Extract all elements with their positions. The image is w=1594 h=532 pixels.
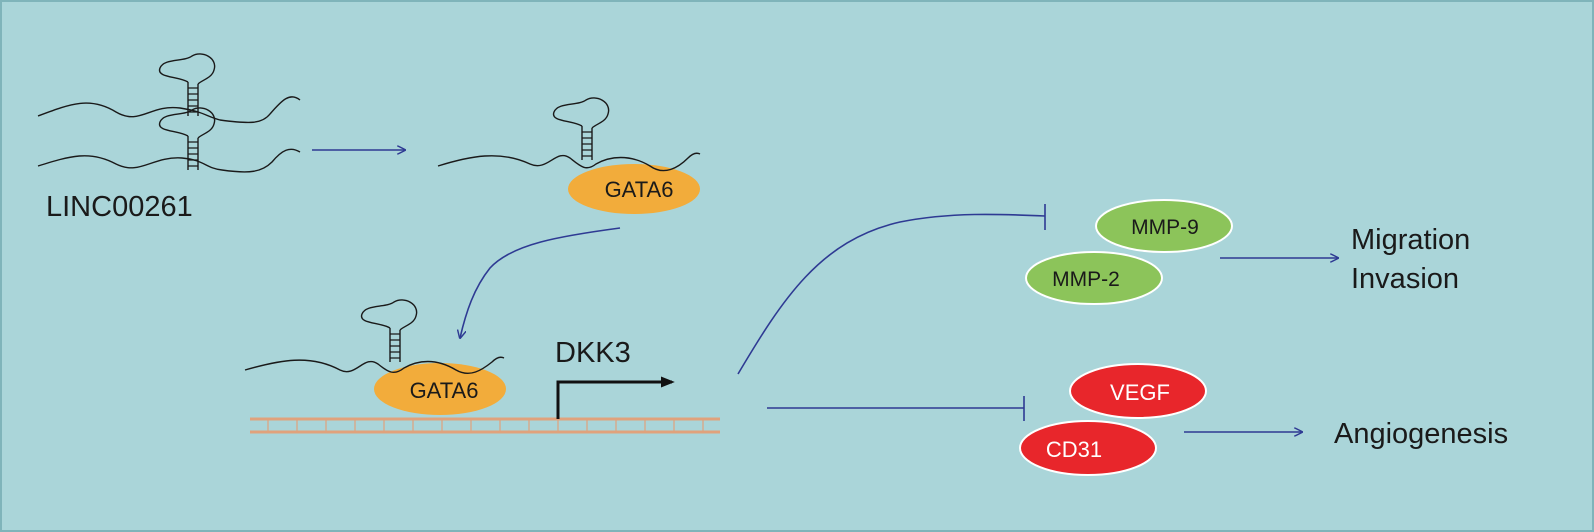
- angiogenic-factor-group: VEGF CD31: [1019, 363, 1207, 476]
- lncrna-label: LINC00261: [46, 191, 193, 223]
- cd31-protein: [1019, 420, 1157, 476]
- inhibition-line-mmp: [737, 213, 1046, 375]
- invasion-label: Invasion: [1351, 263, 1459, 295]
- activation-arrow-icon: [460, 227, 621, 338]
- promoter-arrow-icon: [556, 376, 675, 419]
- gata6-label-bottom: GATA6: [410, 378, 479, 403]
- cd31-label: CD31: [1046, 437, 1102, 462]
- dna-strand: [250, 417, 720, 434]
- gata6-lncrna-complex-bottom: GATA6: [244, 299, 506, 415]
- dkk3-gene: DKK3: [555, 337, 675, 419]
- vegf-protein: [1069, 363, 1207, 419]
- gata6-protein: [374, 363, 506, 415]
- gata6-protein: [568, 164, 700, 214]
- vegf-label: VEGF: [1110, 380, 1170, 405]
- gata6-lncrna-complex-top: GATA6: [437, 97, 701, 214]
- lncrna-pair: LINC00261: [37, 53, 301, 223]
- lncrna-strand-bound-top: [437, 152, 701, 172]
- mmp2-protein: [1025, 251, 1163, 305]
- lncrna-strand-bound-bottom: [244, 356, 505, 374]
- dkk3-label: DKK3: [555, 337, 631, 369]
- angiogenesis-label: Angiogenesis: [1334, 418, 1508, 450]
- mmp2-label: MMP-2: [1052, 268, 1120, 291]
- mmp9-label: MMP-9: [1131, 216, 1199, 239]
- migration-label: Migration: [1351, 224, 1470, 256]
- mmp9-protein: [1095, 199, 1233, 253]
- lncrna-strand-1: [37, 96, 301, 124]
- mmp-group: MMP-9 MMP-2: [1025, 199, 1233, 305]
- gata6-label-top: GATA6: [605, 177, 674, 202]
